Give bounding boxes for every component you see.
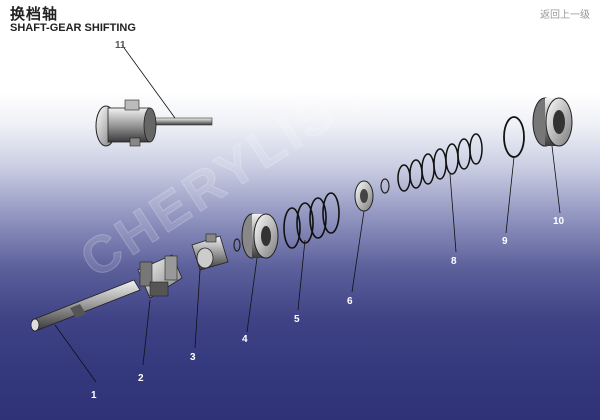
callout-2[interactable]: 2 bbox=[138, 373, 144, 384]
callout-10[interactable]: 10 bbox=[553, 216, 565, 227]
part-5-spring[interactable] bbox=[283, 192, 340, 249]
page-title-cn: 换档轴 bbox=[10, 6, 59, 23]
part-8-spring[interactable] bbox=[397, 133, 483, 192]
part-4-bushing[interactable] bbox=[241, 213, 279, 259]
callout-4[interactable]: 4 bbox=[242, 334, 248, 345]
part-1-shaft[interactable] bbox=[30, 279, 141, 332]
part-11-shaft-assembly[interactable] bbox=[95, 99, 213, 147]
callout-6[interactable]: 6 bbox=[347, 296, 353, 307]
page-title-en: SHAFT-GEAR SHIFTING bbox=[10, 22, 136, 34]
part-9-o-ring[interactable] bbox=[503, 116, 525, 158]
part-3-shift-finger[interactable] bbox=[191, 233, 229, 271]
callout-11[interactable]: 11 bbox=[115, 40, 126, 51]
callout-1[interactable]: 1 bbox=[91, 390, 97, 401]
callout-8[interactable]: 8 bbox=[451, 256, 457, 267]
leader-lines bbox=[54, 44, 561, 383]
part-10-cap[interactable] bbox=[532, 97, 573, 147]
callout-9[interactable]: 9 bbox=[502, 236, 508, 247]
part-6-washer[interactable] bbox=[354, 180, 374, 212]
back-link[interactable]: 返回上一级 bbox=[540, 10, 590, 21]
callout-5[interactable]: 5 bbox=[294, 314, 300, 325]
part-2-shift-bracket[interactable] bbox=[137, 254, 183, 299]
callout-3[interactable]: 3 bbox=[190, 352, 196, 363]
small-washer[interactable] bbox=[233, 238, 241, 252]
small-ring[interactable] bbox=[380, 178, 390, 194]
